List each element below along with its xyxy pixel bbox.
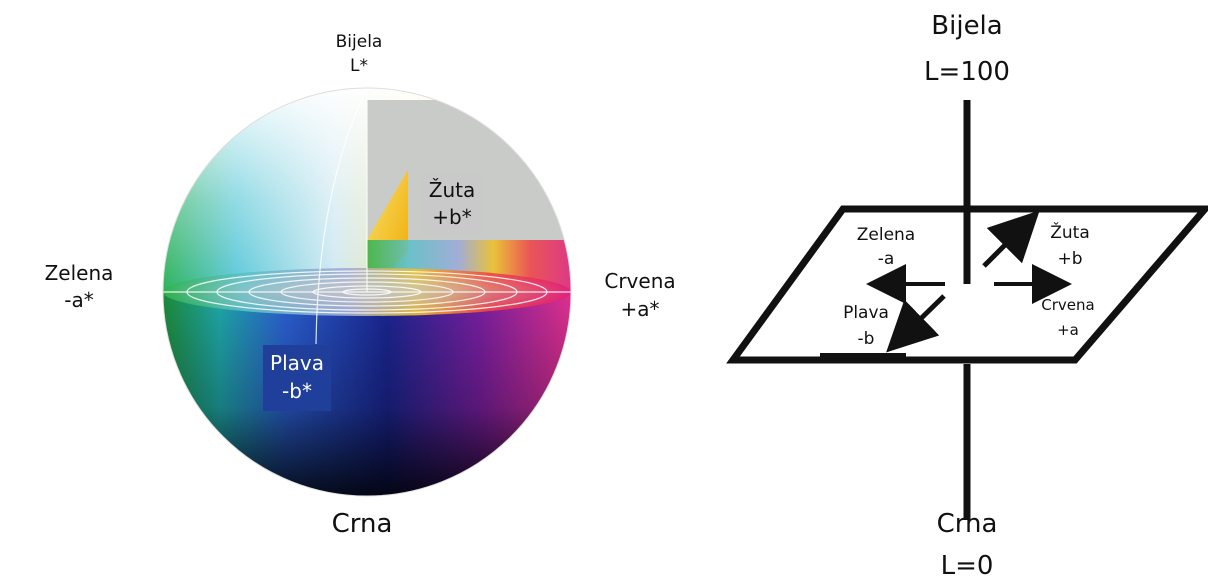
sphere-blue-label: Plava -b* (263, 345, 331, 411)
sphere-right-label: Crvena (604, 269, 675, 293)
svg-text:Žuta: Žuta (429, 178, 475, 202)
axes-blue-label: Plava (843, 303, 889, 323)
arrow-plus-b (982, 210, 1040, 268)
sphere-meridians (163, 87, 571, 345)
axes-yellow-label: Žuta (1050, 221, 1090, 243)
axes-bottom-sublabel: L=0 (941, 551, 994, 581)
axes-yellow-sublabel: +b (1057, 249, 1082, 269)
axes-top-sublabel: L=100 (924, 57, 1010, 87)
axes-bottom-label: Crna (937, 509, 998, 539)
sphere-left-label: Zelena (45, 261, 114, 285)
sphere-bottom-label: Crna (332, 509, 393, 539)
axes-red-sublabel: +a (1057, 321, 1079, 339)
sphere-yellow-label: Žuta +b* (421, 173, 483, 235)
sphere-top-label: Bijela (336, 32, 383, 52)
color-sphere (162, 87, 572, 497)
axes-blue-sublabel: -b (858, 329, 875, 349)
axes-top-label: Bijela (931, 11, 1002, 41)
svg-text:+b*: +b* (432, 205, 471, 229)
svg-text:-b*: -b* (282, 379, 312, 403)
axes-red-label: Crvena (1041, 296, 1094, 314)
ab-plane (726, 205, 1208, 364)
sphere-left-sublabel: -a* (64, 288, 93, 312)
axes-green-sublabel: -a (878, 249, 895, 269)
arrow-minus-b (886, 294, 946, 353)
svg-text:Plava: Plava (270, 351, 324, 375)
sphere-right-sublabel: +a* (620, 297, 659, 321)
lab-axes-diagram (726, 100, 1208, 520)
axes-green-label: Zelena (857, 225, 915, 245)
sphere-top-sublabel: L* (350, 56, 368, 76)
